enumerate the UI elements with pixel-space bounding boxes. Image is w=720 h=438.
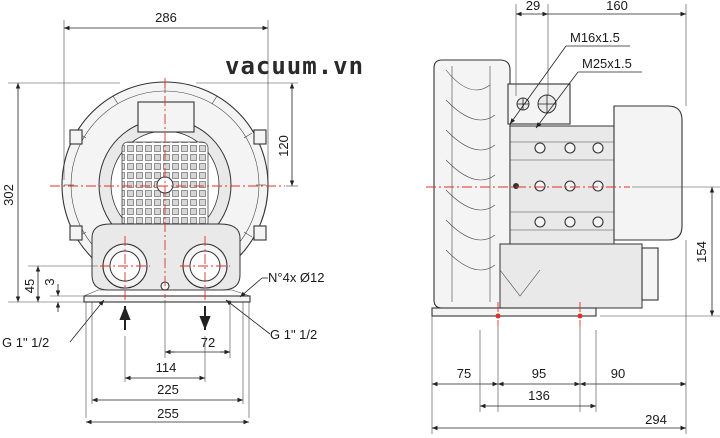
dim-136: 136 [528, 388, 550, 403]
label-m16: M16x1.5 [570, 30, 620, 45]
dim-29: 29 [526, 0, 540, 13]
dim-160: 160 [606, 0, 628, 13]
side-housing [433, 59, 511, 309]
dim-45: 45 [22, 279, 37, 293]
terminal-box-front [137, 101, 195, 133]
dim-120: 120 [276, 135, 291, 157]
dim-3: 3 [42, 278, 57, 285]
dim-255: 255 [157, 406, 179, 421]
side-lower-section [499, 243, 643, 309]
side-view [426, 59, 683, 326]
label-port-right: G 1" 1/2 [270, 327, 317, 342]
dim-72: 72 [201, 335, 215, 350]
dim-294: 294 [645, 412, 667, 427]
dim-225: 225 [157, 382, 179, 397]
side-dimensions: 29 160 M16x1.5 M25x1.5 154 75 95 90 136 [431, 0, 720, 434]
watermark-text: vacuum.vn [225, 52, 364, 80]
label-port-left: G 1" 1/2 [2, 335, 49, 350]
dim-95: 95 [532, 366, 546, 381]
dim-154: 154 [694, 241, 709, 263]
front-view [50, 78, 285, 330]
dim-286: 286 [155, 10, 177, 25]
front-base-plate [83, 295, 251, 303]
dim-90: 90 [611, 366, 625, 381]
dim-holes: N°4x Ø12 [268, 270, 325, 285]
label-m25: M25x1.5 [582, 56, 632, 71]
motor-fan-cover [613, 105, 683, 241]
dim-75: 75 [457, 366, 471, 381]
dim-302: 302 [1, 184, 16, 206]
dim-114: 114 [156, 360, 177, 375]
side-base-plate [431, 307, 597, 317]
front-dimensions: 286 302 120 45 3 N°4x Ø12 G 1" 1/2 G 1" … [1, 10, 325, 425]
side-housing-ribs [445, 66, 496, 302]
